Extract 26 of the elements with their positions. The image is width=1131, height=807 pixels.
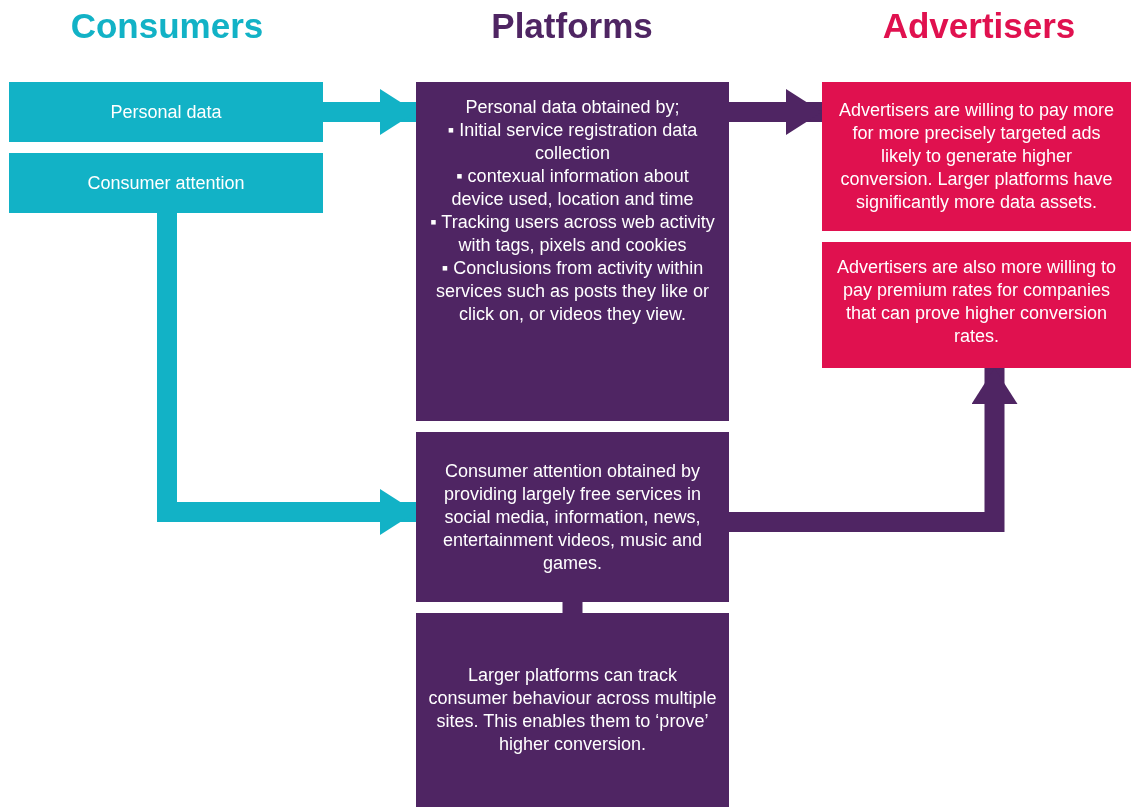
box-text: Personal data obtained by; — [465, 96, 680, 119]
arrow — [729, 89, 822, 135]
column-heading: Platforms — [490, 6, 654, 46]
column-heading: Consumers — [69, 6, 265, 46]
column-heading: Advertisers — [881, 6, 1077, 46]
box-text: ▪ contexual information about device used, location and time — [450, 165, 695, 211]
box-text: Advertisers are also more willing to pay premium rates for companies that can prove higher conversion rates. — [835, 256, 1118, 348]
box-text: ▪ Initial service registration data collection — [446, 119, 699, 165]
text-box — [416, 613, 729, 807]
text-box — [416, 432, 729, 602]
text-box — [416, 82, 729, 421]
text-box — [822, 242, 1131, 368]
text-box — [9, 153, 323, 213]
box-text: Consumer attention — [87, 171, 245, 195]
arrow — [157, 213, 416, 535]
text-box — [822, 82, 1131, 231]
box-text: Consumer attention obtained by providing largely free services in social media, information, news, entertainment videos, music and games. — [441, 459, 704, 575]
box-text: ▪ Conclusions from activity within services such as posts they like or click on, or videos they view. — [434, 257, 711, 326]
text-box — [9, 82, 323, 142]
box-text: Personal data — [110, 100, 222, 124]
box-text: Advertisers are willing to pay more for more precisely targeted ads likely to generate higher conversion. Larger platforms have significantly more data assets. — [837, 99, 1116, 214]
connector — [562, 602, 583, 613]
arrow — [729, 368, 1018, 532]
arrow — [323, 89, 416, 135]
box-text: Larger platforms can track consumer behaviour across multiple sites. This enables them to ‘prove’ higher conversion. — [428, 664, 717, 756]
box-text: ▪ Tracking users across web activity with tags, pixels and cookies — [429, 211, 716, 257]
